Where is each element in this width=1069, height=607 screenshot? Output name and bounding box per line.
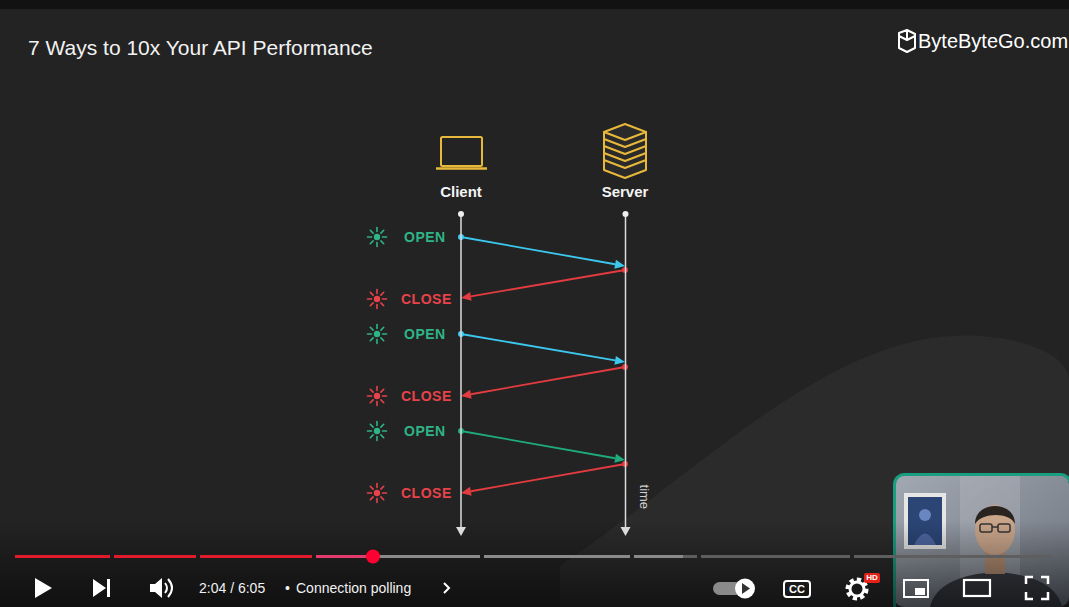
message-arrow	[461, 364, 628, 399]
chapter-title: Connection polling	[296, 580, 411, 597]
settings-icon	[848, 580, 866, 598]
close-symbol	[368, 290, 387, 309]
logo-mark	[899, 30, 915, 52]
fullscreen-icon	[1026, 577, 1048, 599]
axis-label: time	[636, 485, 652, 510]
laptop-icon	[436, 137, 487, 169]
message-arrow	[461, 267, 628, 301]
state-label: CLOSE	[401, 291, 452, 308]
close-symbol	[368, 484, 387, 503]
actor-label: Client	[440, 183, 482, 201]
close-symbol	[368, 387, 387, 406]
message-arrow	[461, 461, 628, 496]
separator: •	[285, 580, 290, 597]
open-symbol	[368, 422, 387, 441]
actor-label: Server	[602, 183, 649, 201]
state-label: OPEN	[404, 423, 446, 440]
open-symbol	[368, 325, 387, 344]
quality-badge: HD	[864, 573, 880, 583]
progress-bar	[15, 550, 1052, 564]
miniplayer-icon	[904, 580, 928, 597]
brand-logo: ByteByteGo.com	[918, 29, 1068, 53]
captions-button: CC	[783, 580, 811, 598]
message-arrow	[458, 331, 625, 365]
state-label: OPEN	[404, 229, 446, 246]
lifeline-actor: Server	[597, 120, 654, 540]
state-label: OPEN	[404, 326, 446, 343]
page-band	[0, 0, 1069, 9]
control-shade	[0, 520, 1069, 607]
chevron-icon	[444, 583, 449, 593]
autoplay-toggle	[713, 579, 755, 599]
volume-icon	[150, 578, 172, 598]
play-icon	[35, 578, 52, 598]
time-display: 2:04 / 6:05	[199, 580, 265, 597]
message-arrow	[458, 428, 625, 463]
server-icon	[604, 124, 646, 178]
next-icon	[93, 579, 110, 597]
theater-icon	[964, 580, 990, 596]
open-symbol	[368, 228, 387, 247]
state-label: CLOSE	[401, 485, 452, 502]
video-title: 7 Ways to 10x Your API Performance	[28, 35, 373, 60]
message-arrow	[458, 234, 625, 269]
state-label: CLOSE	[401, 388, 452, 405]
